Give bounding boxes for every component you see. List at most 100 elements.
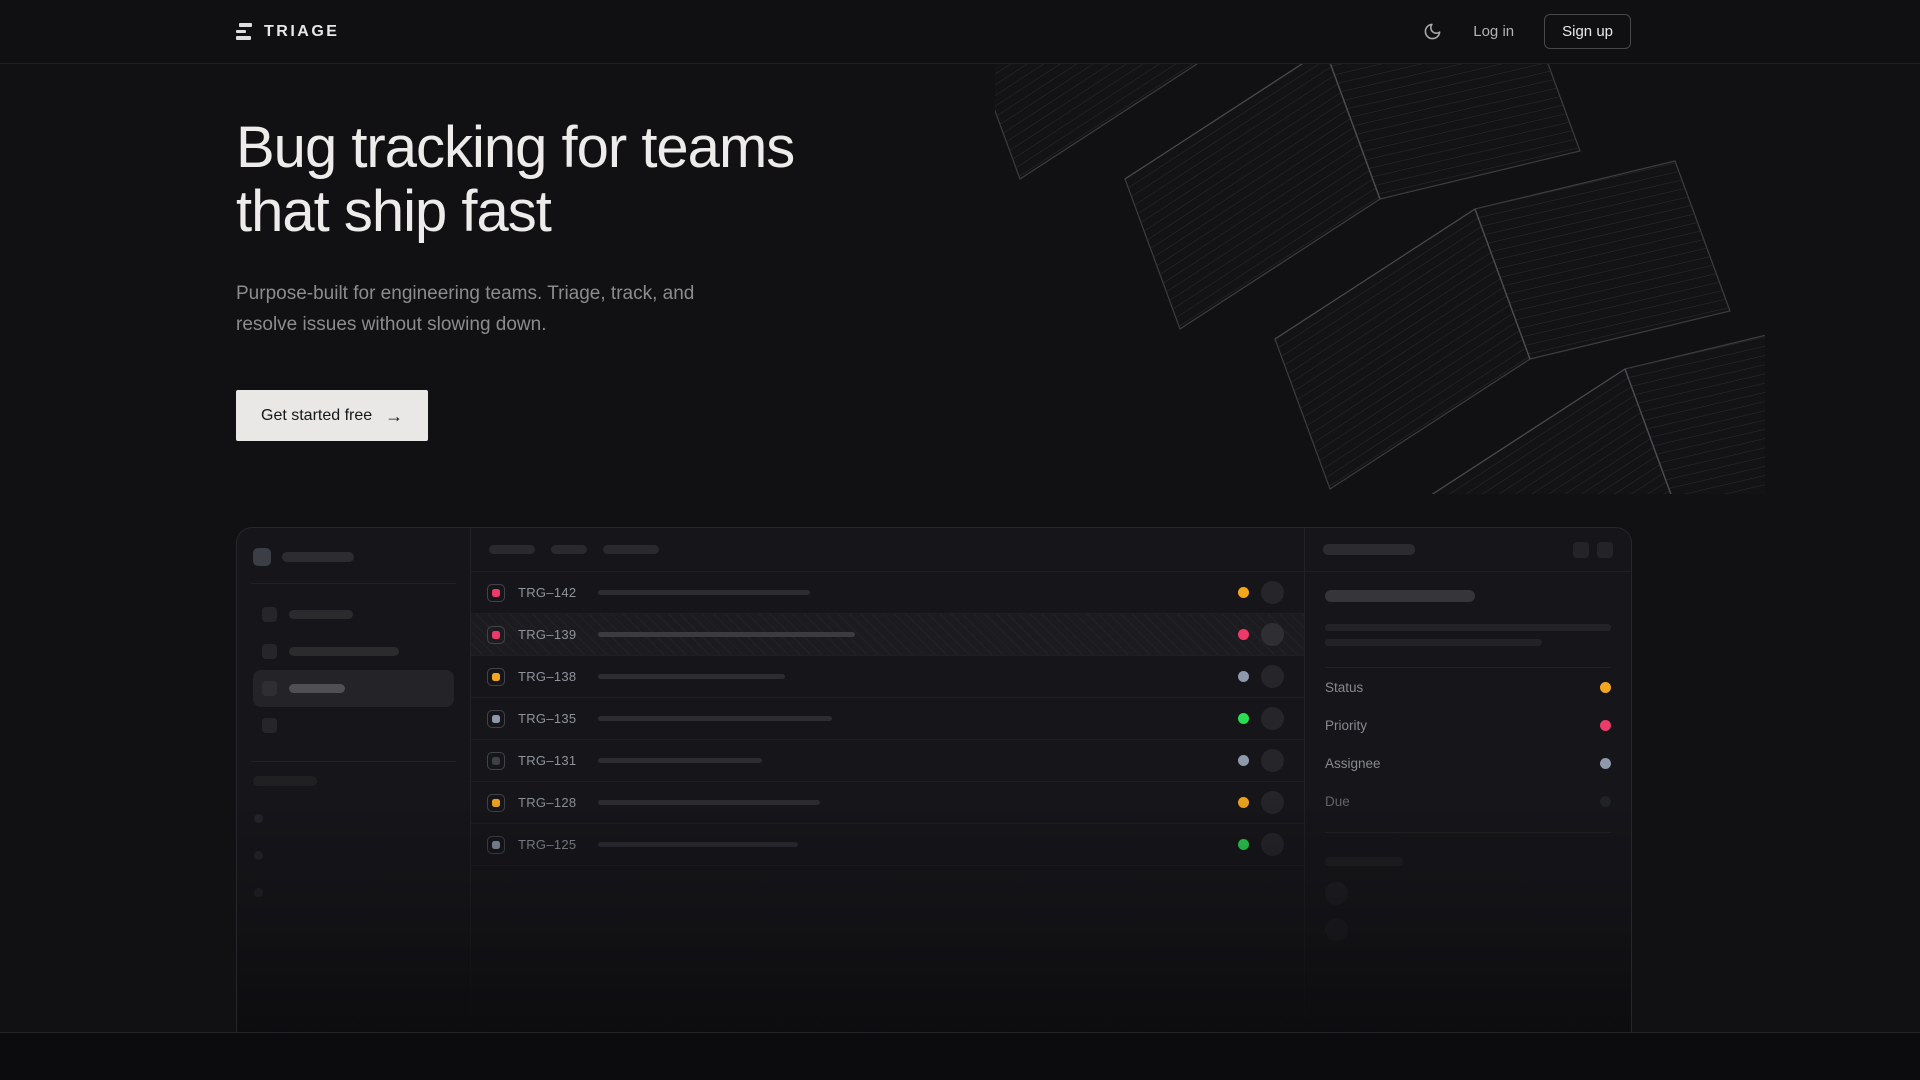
status-dot [1238,587,1249,598]
issue-type-icon [487,709,505,728]
field-label: Assignee [1325,755,1381,771]
issue-row[interactable]: TRG–125 [471,824,1304,866]
issue-row[interactable]: TRG–131 [471,740,1304,782]
sidebar-bullet [254,814,263,823]
arrow-right-icon: → [385,405,404,426]
theme-toggle[interactable] [1423,22,1443,42]
sidebar-item-icon [262,644,277,659]
sidebar-item-3-active[interactable] [253,670,454,707]
issue-title-skeleton [598,674,785,679]
detail-action-button[interactable] [1573,541,1589,558]
brand-logo[interactable]: TRIAGE [236,23,339,41]
activity-label-skeleton [1325,857,1403,866]
app-preview-card: TRG–142 TRG–139 TRG–138 [236,527,1632,1032]
assignee-avatar [1261,581,1284,604]
list-filter-bar [471,528,1304,572]
field-label: Due [1325,793,1350,809]
hero-title-line1: Bug tracking for teams [236,115,795,180]
field-due[interactable]: Due [1325,782,1611,820]
assignee-avatar [1261,623,1284,646]
sidebar-divider [251,583,456,584]
issue-type-icon [487,583,505,602]
detail-body: Status Priority Assignee Due [1305,572,1631,941]
assignee-avatar [1261,749,1284,772]
issue-row[interactable]: TRG–128 [471,782,1304,824]
sidebar-item-icon [262,718,277,733]
priority-value-dot [1600,719,1611,731]
detail-header [1305,528,1631,572]
status-dot [1238,629,1249,640]
sidebar-item-1[interactable] [253,596,454,633]
assignee-avatar [1261,707,1284,730]
sidebar-bullet [254,851,263,860]
sidebar-item-icon [262,607,277,622]
issue-row[interactable]: TRG–138 [471,656,1304,698]
status-dot [1238,797,1249,808]
description-skeleton [1325,639,1543,646]
issue-type-icon [487,625,505,644]
filter-skeleton[interactable] [603,545,659,554]
preview-sidebar [237,528,471,1032]
sidebar-item-4[interactable] [253,707,454,744]
issue-id: TRG–125 [518,837,577,852]
comment-avatar-skeleton [1325,918,1348,941]
issue-id: TRG–135 [518,711,577,726]
filter-skeleton[interactable] [551,545,587,554]
login-link[interactable]: Log in [1473,23,1515,40]
status-dot [1238,755,1249,766]
top-nav: TRIAGE Log in Sign up [0,0,1920,64]
hero-section: Bug tracking for teams that ship fast Pu… [236,64,795,441]
sidebar-item-icon [262,681,277,696]
due-value-dot [1600,795,1611,807]
description-skeleton [1325,624,1611,631]
status-dot [1238,839,1249,850]
footer-band [0,1032,1920,1080]
issue-id: TRG–139 [518,627,577,642]
detail-action-button[interactable] [1597,541,1613,558]
issue-id: TRG–142 [518,585,577,600]
get-started-button[interactable]: Get started free → [236,390,429,441]
field-priority[interactable]: Priority [1325,706,1611,744]
brand-name: TRIAGE [264,22,340,40]
sidebar-item-label-skeleton [289,647,399,656]
signup-button[interactable]: Sign up [1544,14,1631,49]
assignee-avatar [1261,665,1284,688]
hero-title-line2: that ship fast [236,179,552,244]
logo-bars-icon [236,23,252,40]
issue-title-skeleton [598,716,832,721]
workspace-avatar [253,548,271,566]
hero-subtitle: Purpose-built for engineering teams. Tri… [236,283,695,335]
issue-title-skeleton [598,842,798,847]
status-dot [1238,671,1249,682]
status-dot [1238,713,1249,724]
filter-skeleton[interactable] [489,545,535,554]
assignee-avatar [1261,791,1284,814]
assignee-avatar [1261,833,1284,856]
field-status[interactable]: Status [1325,668,1611,706]
workspace-switcher[interactable] [253,548,454,566]
detail-divider [1325,832,1611,833]
nav-right: Log in Sign up [1423,14,1631,49]
issue-type-icon [487,835,505,854]
field-label: Status [1325,679,1364,695]
issue-title-skeleton [1325,590,1475,602]
hero-title: Bug tracking for teams that ship fast [236,115,795,244]
issue-row[interactable]: TRG–142 [471,572,1304,614]
sidebar-divider [251,761,456,762]
issue-id: TRG–138 [518,669,577,684]
issue-row-selected[interactable]: TRG–139 [471,614,1304,656]
sidebar-item-label-skeleton [289,610,353,619]
assignee-value-dot [1600,757,1611,769]
issue-row[interactable]: TRG–135 [471,698,1304,740]
field-assignee[interactable]: Assignee [1325,744,1611,782]
issue-detail-panel: Status Priority Assignee Due [1305,528,1631,1032]
issue-rows: TRG–142 TRG–139 TRG–138 [471,572,1304,866]
issue-id: TRG–128 [518,795,577,810]
issue-title-skeleton [598,632,855,637]
sidebar-item-2[interactable] [253,633,454,670]
detail-title-skeleton [1323,544,1415,555]
detail-divider [1325,667,1611,668]
sidebar-section-label-skeleton [253,776,317,786]
issue-title-skeleton [598,758,762,763]
issue-type-icon [487,667,505,686]
